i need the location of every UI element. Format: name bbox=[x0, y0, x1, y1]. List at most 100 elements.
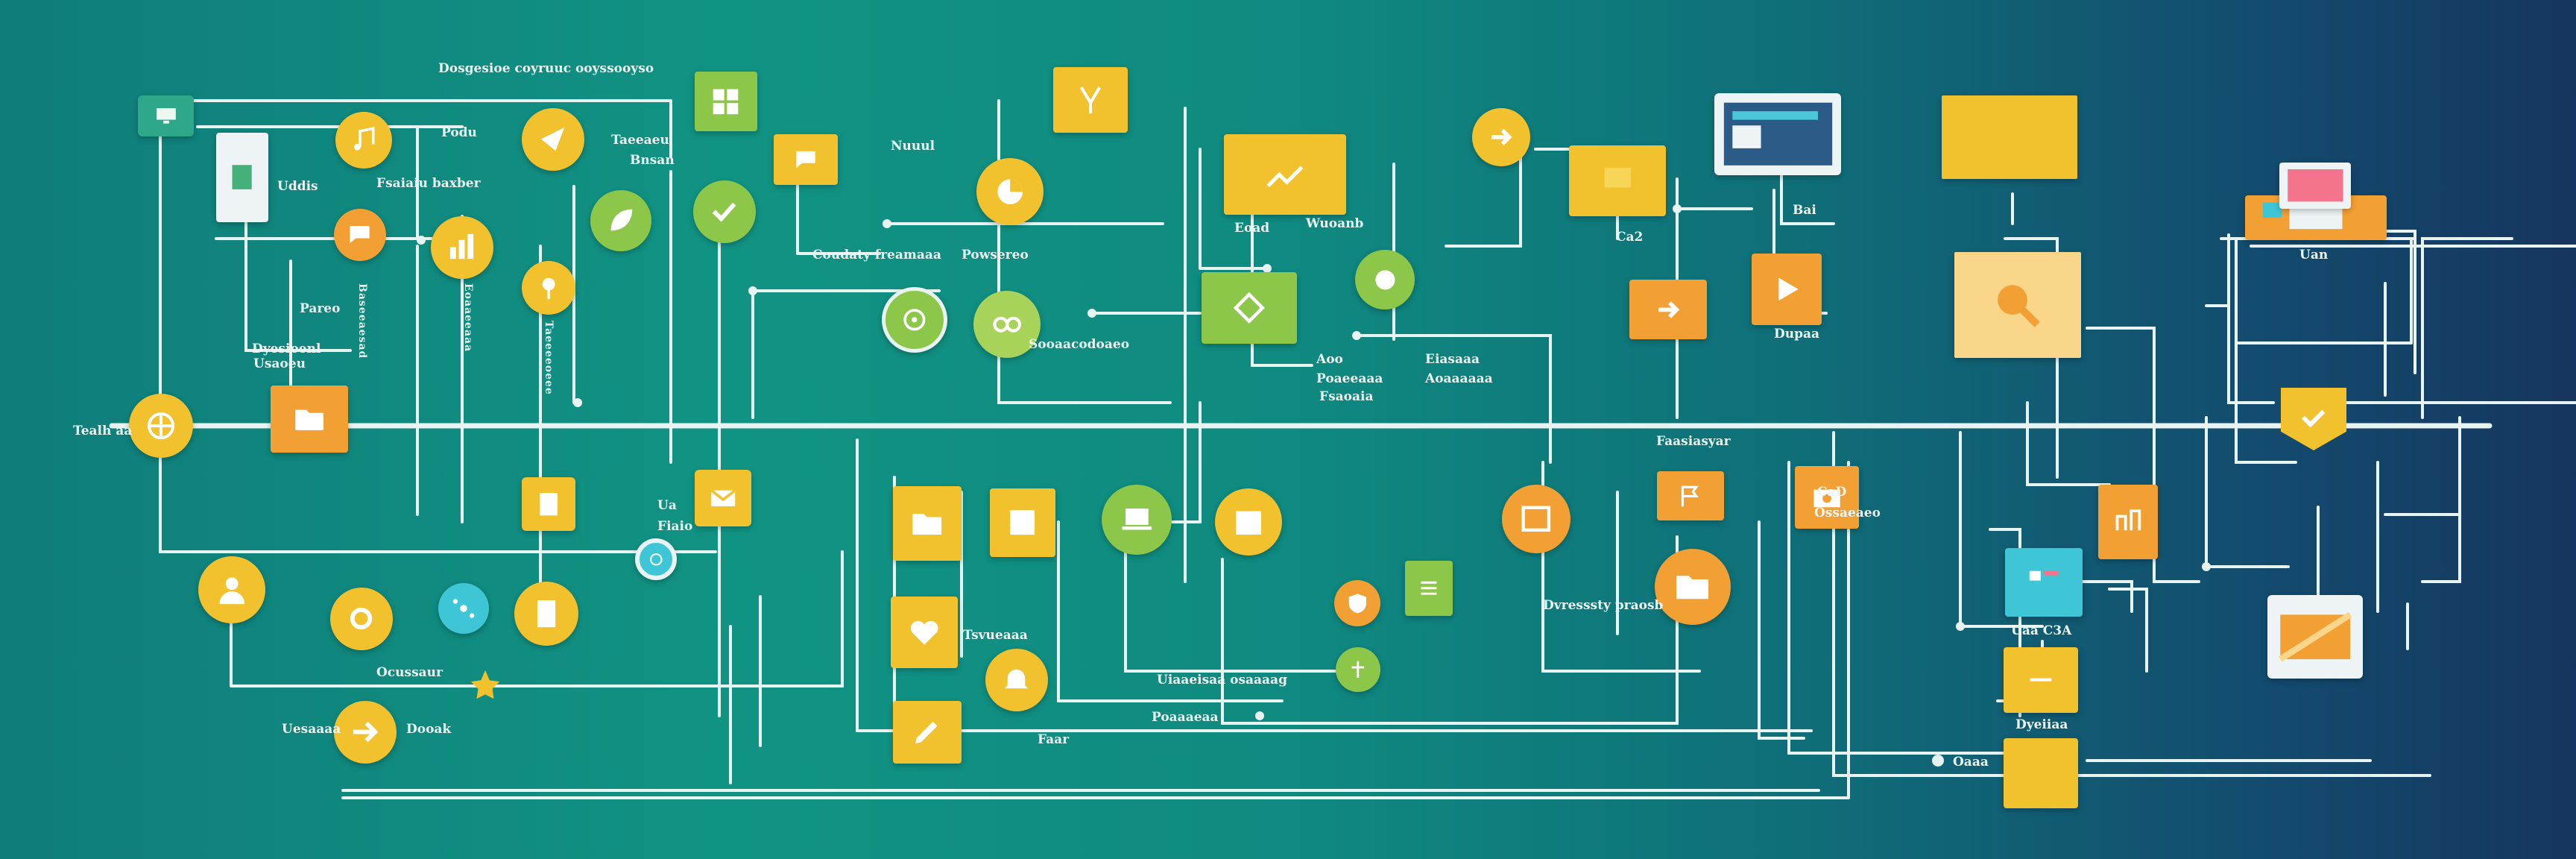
desktop-node[interactable] bbox=[2267, 595, 2363, 679]
label-poaeeaaa: Poaeeaaa bbox=[1316, 371, 1383, 386]
chat-icon bbox=[350, 226, 370, 244]
person-icon bbox=[219, 577, 244, 604]
label-powsereo: Powsereo bbox=[962, 248, 1029, 262]
calendar-icon bbox=[1236, 511, 1261, 535]
pen-node[interactable] bbox=[893, 701, 962, 764]
grid-node[interactable] bbox=[695, 72, 757, 131]
folder-circle-node[interactable] bbox=[1655, 549, 1731, 625]
monitor-icon bbox=[156, 108, 176, 124]
tree-node[interactable] bbox=[1336, 647, 1380, 692]
label-sooaacodoaeo: Sooaacodoaeo bbox=[1029, 337, 1130, 352]
arrow-box-node[interactable] bbox=[1053, 67, 1128, 133]
gear-icon bbox=[350, 608, 373, 630]
table-circle-node[interactable] bbox=[1502, 485, 1570, 553]
mail-node[interactable] bbox=[695, 470, 751, 526]
pin-node[interactable] bbox=[522, 261, 575, 315]
label-fiaio: Fiaio bbox=[657, 519, 693, 534]
document-icon bbox=[2030, 678, 2052, 682]
refresh-node[interactable] bbox=[635, 538, 677, 580]
label-cad: CaD bbox=[1817, 485, 1847, 500]
laptop-node[interactable] bbox=[1569, 145, 1666, 216]
dashboard-node[interactable] bbox=[1224, 134, 1346, 215]
doc-box-node[interactable] bbox=[2004, 647, 2078, 713]
monitor-large-node[interactable] bbox=[1714, 93, 1841, 175]
label-uaa-c3a: Uaa C3A bbox=[2011, 623, 2072, 638]
link-node[interactable] bbox=[973, 291, 1041, 358]
chart-node[interactable] bbox=[431, 216, 493, 279]
laptop-circle-node[interactable] bbox=[1102, 485, 1172, 555]
document-icon bbox=[232, 165, 253, 190]
label-faasiasyar: Faasiasyar bbox=[1656, 434, 1731, 449]
monitor-node[interactable] bbox=[138, 95, 194, 136]
calendar-node[interactable] bbox=[1215, 488, 1282, 556]
label-poaaaeaa: Poaaaeaa bbox=[1152, 710, 1219, 725]
chat-circle-node[interactable] bbox=[1355, 250, 1415, 309]
blank-box-node[interactable] bbox=[2004, 738, 2078, 808]
diagram-title: Dosgesioe coyruuc ooyssooyso bbox=[438, 61, 654, 76]
arrow-icon bbox=[353, 722, 379, 743]
folder-box-node[interactable] bbox=[893, 486, 962, 561]
share-node[interactable] bbox=[522, 108, 584, 171]
code-node[interactable] bbox=[2005, 548, 2083, 617]
arrow-box-node[interactable] bbox=[1629, 280, 1707, 339]
label-usaoeu: Usaoeu bbox=[253, 356, 306, 371]
network-node[interactable] bbox=[438, 583, 489, 634]
play-node[interactable] bbox=[1752, 254, 1822, 325]
label-coudaty: Coudaty freamaaa bbox=[812, 248, 941, 262]
camera-node[interactable] bbox=[1795, 466, 1859, 529]
share-icon bbox=[1491, 128, 1512, 146]
globe-node[interactable] bbox=[129, 394, 193, 458]
heart-node[interactable] bbox=[891, 597, 958, 668]
document-circle-node[interactable] bbox=[514, 582, 578, 646]
label-uddis: Uddis bbox=[277, 179, 318, 194]
chat-box-node[interactable] bbox=[774, 134, 838, 185]
puzzle-node[interactable] bbox=[990, 488, 1055, 557]
share-circle-node[interactable] bbox=[1472, 108, 1530, 166]
folder-icon bbox=[1676, 576, 1709, 600]
label-uesaaaa: Uesaaaa bbox=[282, 722, 341, 737]
arrow-icon bbox=[1079, 86, 1102, 114]
chat-node[interactable] bbox=[334, 209, 386, 261]
label-ossaeaeo: Ossaeaeo bbox=[1814, 506, 1881, 520]
check-icon bbox=[713, 203, 736, 223]
arrow-node[interactable] bbox=[334, 701, 397, 764]
chart-box-node[interactable] bbox=[2098, 485, 2158, 559]
label-aoaaaaaa: Aoaaaaaa bbox=[1425, 371, 1493, 386]
label-tsvueaaa: Tsvueaaa bbox=[963, 628, 1028, 643]
label-pareo: Pareo bbox=[300, 301, 341, 316]
gear-node[interactable] bbox=[330, 588, 393, 650]
network-icon bbox=[452, 599, 475, 618]
label-aoo: Aoo bbox=[1316, 352, 1343, 367]
label-oaaa: Oaaa bbox=[1953, 755, 1989, 770]
document-node[interactable] bbox=[522, 477, 575, 531]
document-icon bbox=[537, 600, 556, 628]
person-node[interactable] bbox=[198, 556, 265, 623]
flag-icon bbox=[1681, 485, 1699, 506]
leaf-node[interactable] bbox=[590, 190, 651, 251]
label-dvresssty: Dvresssty praosb bbox=[1543, 598, 1664, 613]
pie-node[interactable] bbox=[976, 158, 1044, 225]
bell-node[interactable] bbox=[985, 649, 1048, 711]
chart-icon bbox=[450, 234, 474, 259]
list-node[interactable] bbox=[1405, 561, 1453, 616]
screen-node[interactable] bbox=[1942, 95, 2077, 179]
phone-node[interactable] bbox=[216, 133, 268, 222]
leaf-icon bbox=[610, 209, 633, 231]
label-dyeiiaa: Dyeiiaa bbox=[2015, 717, 2068, 732]
search-node[interactable] bbox=[1954, 252, 2081, 358]
vertical-label: Taeeeeoeee bbox=[543, 321, 555, 395]
folder-node[interactable] bbox=[271, 386, 348, 453]
star-node bbox=[468, 667, 502, 702]
diamond-node[interactable] bbox=[1202, 272, 1297, 344]
check-circle-node[interactable] bbox=[693, 180, 756, 243]
music-node[interactable] bbox=[335, 112, 392, 169]
flag-node[interactable] bbox=[1657, 471, 1724, 520]
label-bnsan: Bnsan bbox=[630, 153, 675, 168]
label-dupaa: Dupaa bbox=[1774, 327, 1820, 342]
shield-node[interactable] bbox=[1334, 580, 1380, 626]
chart-icon bbox=[2115, 509, 2141, 531]
target-node[interactable] bbox=[882, 287, 947, 353]
label-podu: Podu bbox=[441, 125, 477, 140]
refresh-icon bbox=[649, 553, 663, 566]
pink-monitor-node[interactable] bbox=[2279, 163, 2351, 209]
